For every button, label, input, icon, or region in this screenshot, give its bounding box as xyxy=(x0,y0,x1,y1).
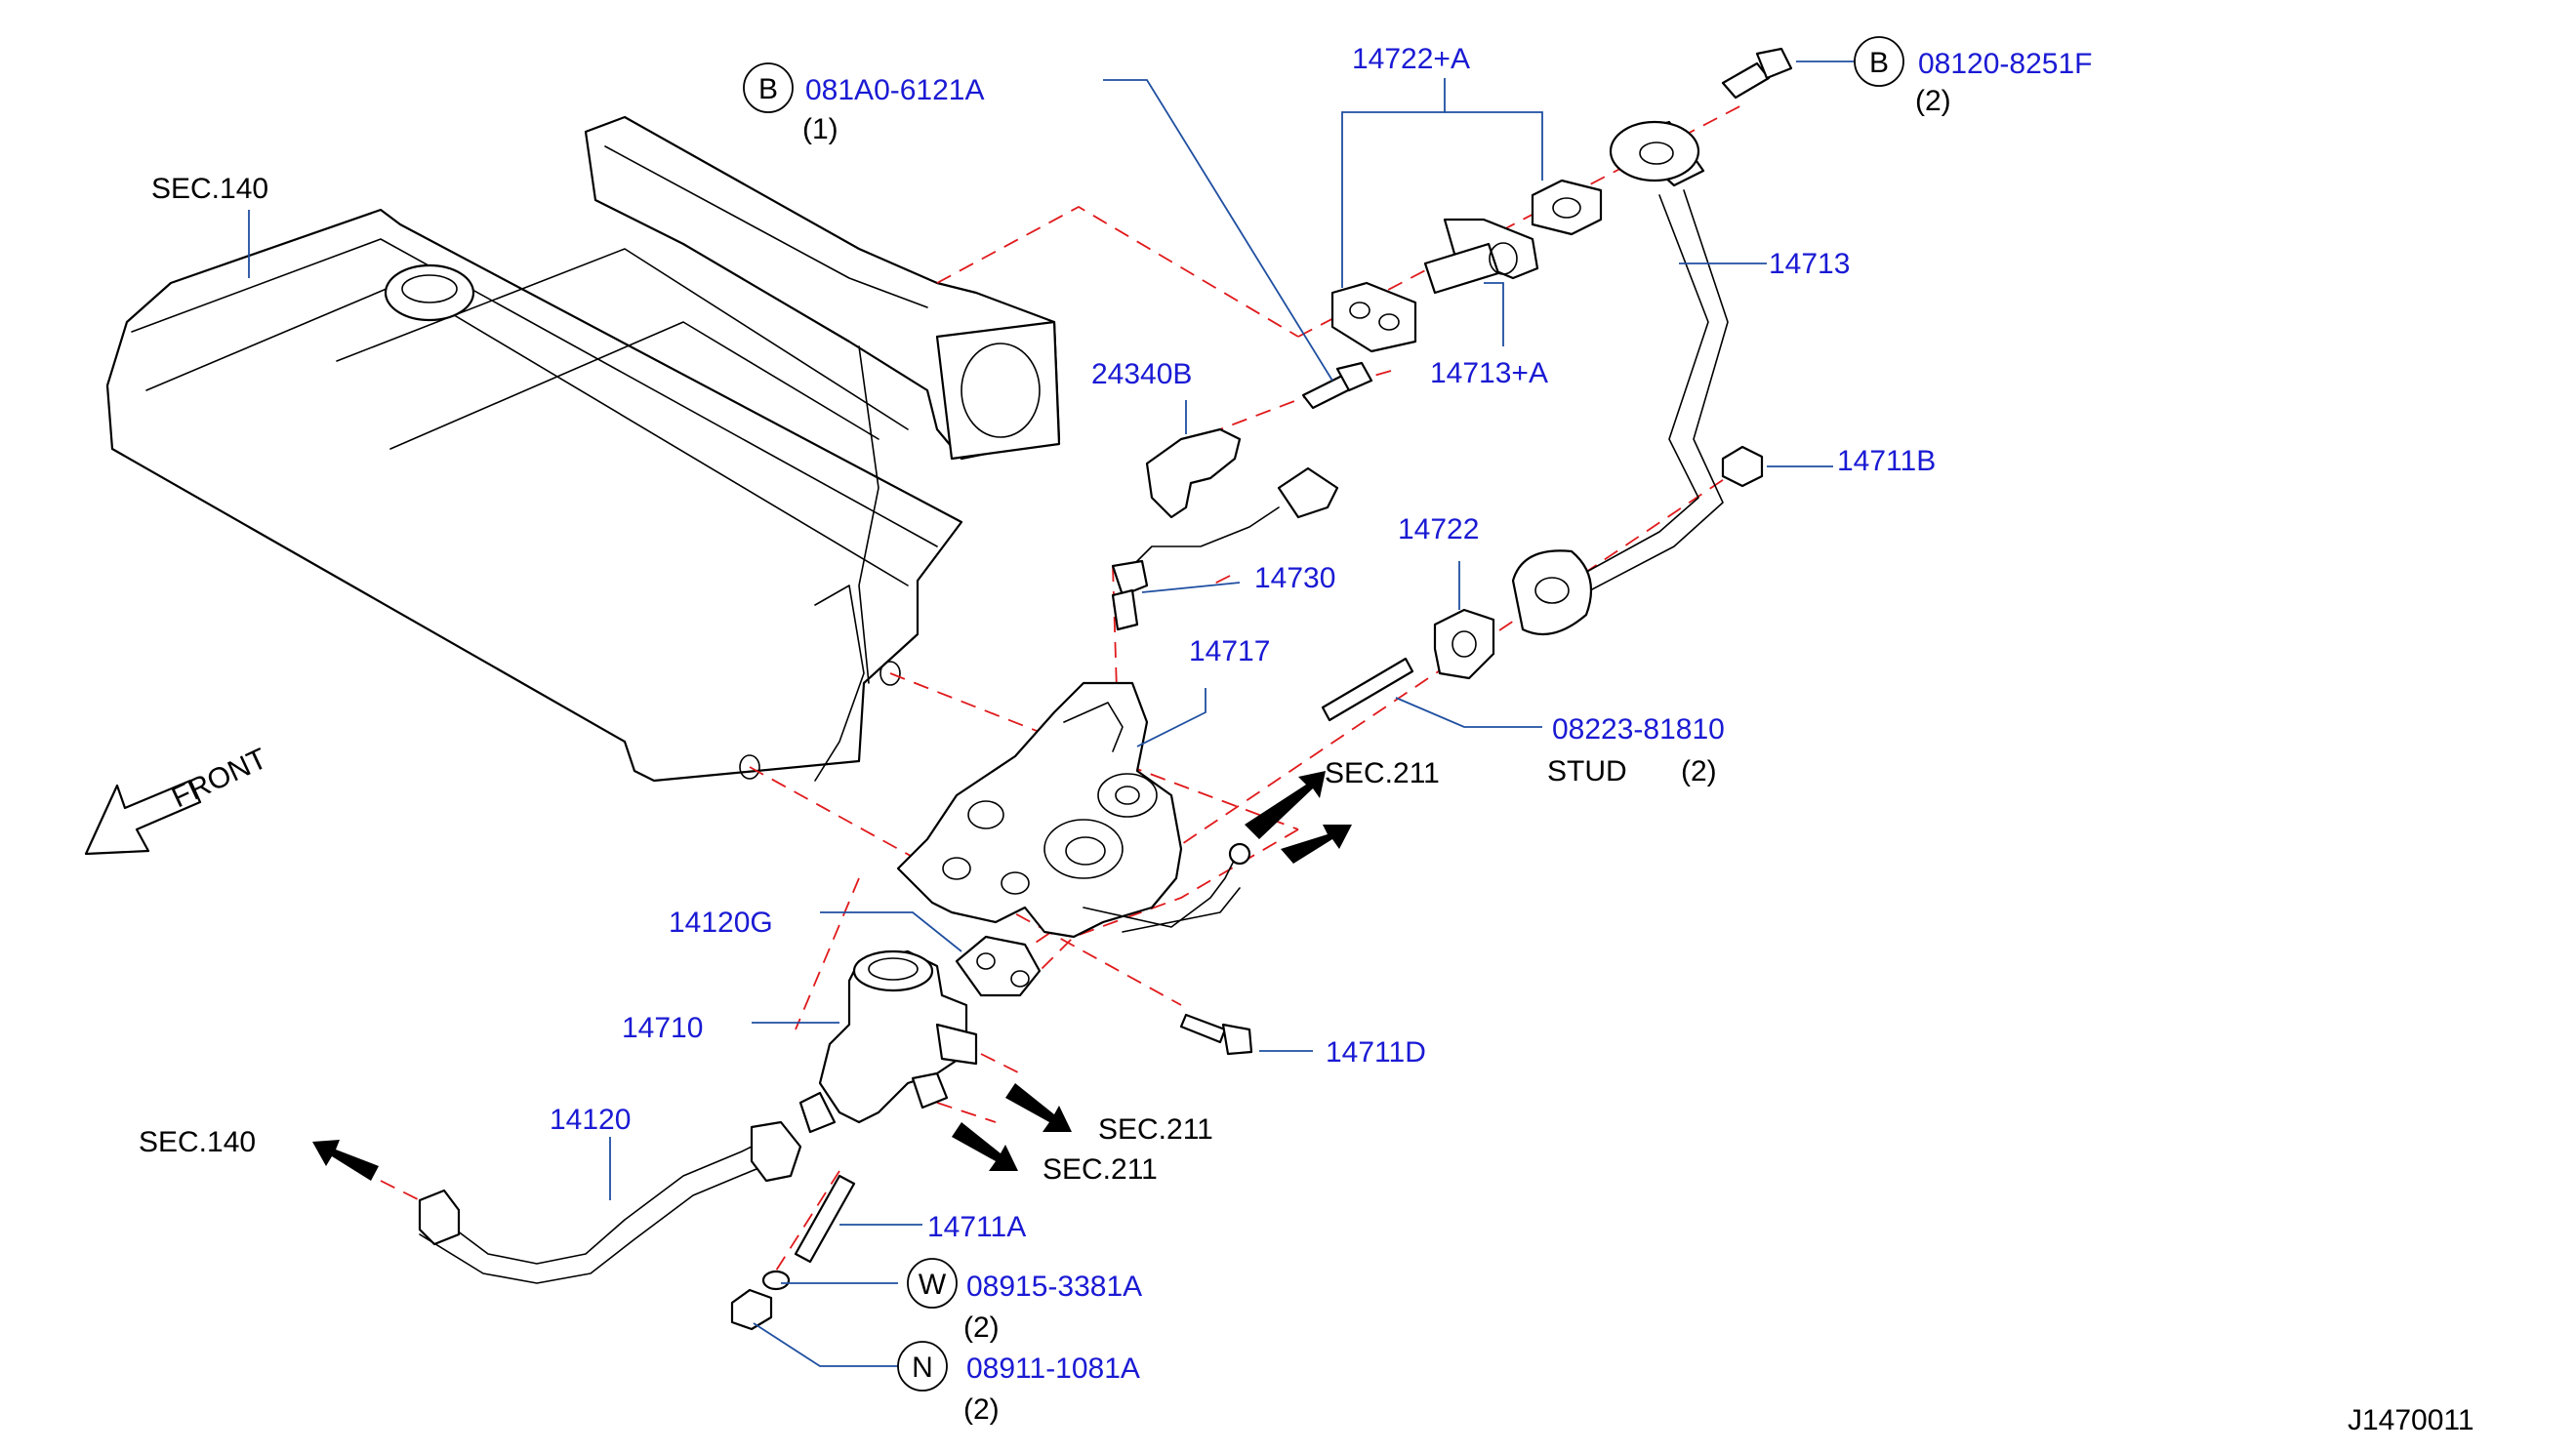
sensor-14730 xyxy=(1111,466,1339,631)
label-sec211-c: SEC.211 xyxy=(1043,1153,1158,1186)
bolt-14711d xyxy=(1179,1013,1253,1056)
label-14730: 14730 xyxy=(1254,562,1335,594)
callout-symbols xyxy=(743,36,1904,1392)
label-sec211-b: SEC.211 xyxy=(1098,1113,1213,1146)
symbol-n-letter: N xyxy=(912,1352,933,1384)
label-sec140-top: SEC.140 xyxy=(151,173,268,205)
label-14713a: 14713+A xyxy=(1430,357,1548,389)
symbol-b1-letter: B xyxy=(758,73,778,105)
bolt-b2 xyxy=(1721,47,1793,100)
label-stud: STUD xyxy=(1547,755,1627,787)
diagram-code: J1470011 xyxy=(2348,1404,2474,1436)
label-08120-8251f: 08120-8251F xyxy=(1918,48,2092,80)
label-qty-b2: (2) xyxy=(1915,85,1951,117)
label-14711a: 14711A xyxy=(927,1211,1026,1243)
intake-manifold xyxy=(105,115,1061,783)
symbol-w-letter: W xyxy=(919,1269,947,1301)
leader-lines xyxy=(248,61,1855,1367)
nut-14711b xyxy=(1721,445,1764,488)
label-qty-b1: (1) xyxy=(802,113,838,145)
egr-valve-body xyxy=(896,681,1251,939)
label-24340b: 24340B xyxy=(1091,358,1192,390)
symbol-b2-letter: B xyxy=(1869,47,1889,79)
label-14711b: 14711B xyxy=(1837,445,1936,477)
egr-tube xyxy=(1511,120,1729,636)
stud xyxy=(1321,657,1414,722)
label-081a0-6121a: 081A0-6121A xyxy=(805,74,985,106)
tube-14120 xyxy=(418,1120,802,1284)
gasket-14722 xyxy=(1433,608,1495,680)
label-sec140-left: SEC.140 xyxy=(139,1126,256,1158)
bracket-24340b xyxy=(1145,427,1242,519)
label-sec211-a: SEC.211 xyxy=(1325,757,1440,789)
symbol-b1 xyxy=(743,62,794,113)
label-14717: 14717 xyxy=(1189,635,1270,667)
front-arrow xyxy=(84,779,202,856)
gasket-14120g xyxy=(955,935,1042,997)
label-08223-81810: 08223-81810 xyxy=(1552,713,1725,746)
label-qty-w: (2) xyxy=(963,1312,1000,1344)
sec-arrows xyxy=(312,771,1352,1181)
label-14120: 14120 xyxy=(550,1104,631,1136)
gaskets-upper xyxy=(1330,179,1603,353)
label-14120g: 14120G xyxy=(669,907,773,939)
label-14722: 14722 xyxy=(1398,513,1479,545)
label-front: FRONT xyxy=(167,743,272,815)
bolt-b1 xyxy=(1301,361,1373,410)
label-08911-1081a: 08911-1081A xyxy=(966,1352,1140,1385)
label-qty-stud: (2) xyxy=(1681,755,1717,787)
label-qty-n: (2) xyxy=(963,1393,1000,1426)
symbol-w xyxy=(907,1258,958,1309)
symbol-n xyxy=(897,1341,948,1392)
symbol-b2 xyxy=(1854,36,1904,87)
label-08915-3381a: 08915-3381A xyxy=(966,1271,1142,1303)
stud-14711a xyxy=(730,1174,856,1331)
egr-valve-14710 xyxy=(798,949,978,1134)
label-14710: 14710 xyxy=(622,1012,703,1044)
label-14722a: 14722+A xyxy=(1352,43,1470,75)
label-14713: 14713 xyxy=(1769,248,1850,280)
label-14711d: 14711D xyxy=(1326,1036,1426,1069)
